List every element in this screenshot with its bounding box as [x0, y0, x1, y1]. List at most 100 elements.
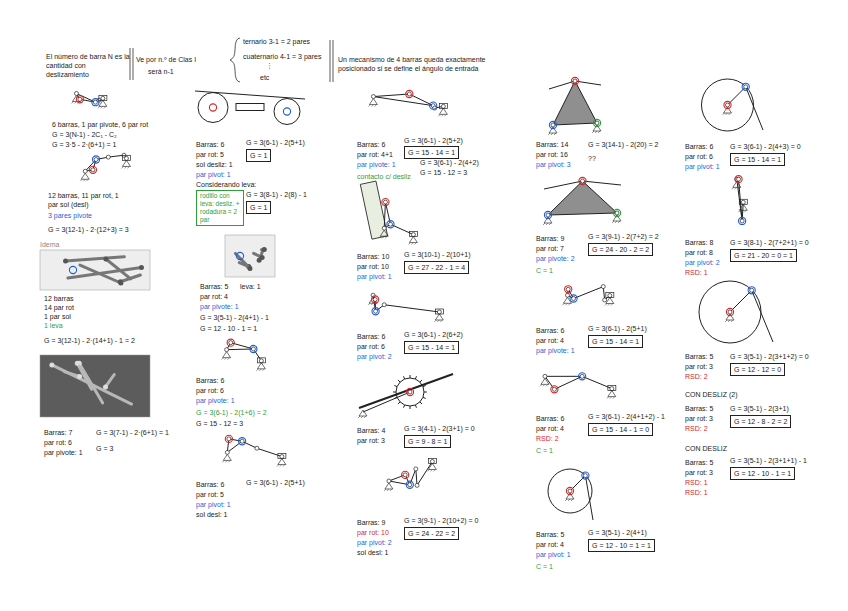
joint — [407, 92, 411, 96]
note-text: CON DESLIZ — [685, 444, 727, 453]
link-arm — [746, 87, 763, 130]
note-text: G = 15 - 12 = 3 — [420, 168, 467, 177]
note-text: G = 3(6-1) - 2(1+6) = 2 — [196, 408, 267, 417]
pair-mark — [227, 339, 234, 346]
ground-hatch — [441, 114, 443, 116]
joint — [581, 179, 585, 183]
note-text: leva: 1 — [240, 282, 261, 291]
note-text: Barras: 6 — [536, 414, 564, 423]
joint — [94, 158, 98, 162]
mechanism-sketch — [562, 285, 613, 306]
result-box: G = 12 - 10 - 1 = 1 — [730, 467, 795, 480]
ground-support — [278, 459, 286, 465]
note-text: G = 3(6-1) - 2(6+2) — [404, 330, 463, 339]
ground-hatch — [434, 320, 436, 322]
linkage-bar — [545, 376, 582, 377]
slider-block — [608, 386, 616, 391]
note-text: Barras: 7 — [44, 428, 72, 437]
photo-bar — [66, 257, 125, 261]
note-text: Barras: 6 — [196, 480, 224, 489]
note-text: par rot: 4 — [536, 540, 564, 549]
note-text: G = 3(6-1) - 2(4+1+2) - 1 — [588, 412, 665, 421]
result-box: G = 15 - 14 - 1 = 0 — [588, 423, 653, 436]
note-text: Barras: 6 — [196, 140, 224, 149]
result-text: G = 27 - 22 - 1 = 4 — [408, 263, 465, 272]
photo-joint — [75, 361, 80, 366]
note-text: G = 3(5-1) - 2(4+1) - 1 — [200, 313, 269, 322]
linkage-bar — [384, 202, 413, 234]
pair-mark — [566, 487, 573, 494]
joint — [437, 310, 441, 314]
photo-joint — [77, 374, 82, 379]
result-text: G = 15 - 14 = 1 — [592, 337, 639, 346]
slider-block — [409, 232, 417, 237]
pair-mark — [726, 308, 733, 315]
mechanism-sketch — [540, 373, 616, 399]
ground-hatch — [618, 221, 620, 223]
result-box: G = 15 - 14 = 1 — [730, 153, 785, 166]
joint — [229, 341, 233, 345]
wheel — [198, 93, 228, 123]
ground-support — [380, 230, 388, 236]
mechanism-sketch — [732, 176, 747, 225]
pair-mark — [89, 166, 96, 173]
note-text: Barras: 6 — [357, 140, 385, 149]
note-text: RSD: 2 — [536, 434, 559, 443]
note-text: par rot: 3 — [685, 468, 713, 477]
result-box: G = 1 — [246, 201, 271, 214]
note-text: Barras: 9 — [536, 234, 564, 243]
joint — [225, 450, 229, 454]
result-text: G = 1 — [250, 151, 267, 160]
note-text: 1 leva — [44, 321, 63, 330]
joint — [383, 200, 387, 204]
ground-hatch — [744, 210, 746, 212]
ground-hatch — [361, 416, 363, 418]
gear-tooth — [403, 376, 404, 379]
ground-hatch — [390, 489, 392, 491]
joint — [382, 303, 386, 307]
slider-block — [439, 103, 447, 108]
note-text: par pivote: 1 — [196, 396, 235, 405]
note-text: Barras: 9 — [357, 518, 385, 527]
ground-hatch — [387, 489, 389, 491]
joint — [415, 483, 419, 487]
ground-hatch — [228, 358, 230, 360]
ground-hatch — [437, 320, 439, 322]
mechanism-sketch — [225, 235, 275, 277]
slider-block — [122, 155, 130, 160]
note-text: G = 3(6-1) - 2(5+1) — [246, 138, 305, 147]
note-text: par pivote: 1 — [536, 346, 575, 355]
result-text: G = 24 - 22 = 2 — [408, 529, 455, 538]
joint — [240, 439, 244, 443]
photo-bar — [68, 267, 142, 278]
ground-support — [409, 237, 417, 243]
note-text: par rot: 5 — [196, 150, 224, 159]
result-box: G = 27 - 22 - 1 = 4 — [404, 261, 469, 274]
pair-mark — [236, 252, 243, 259]
mechanism-sketch — [368, 90, 447, 116]
joint — [441, 104, 445, 108]
ground-hatch — [86, 179, 88, 181]
result-text: rodillo con leva: desliz. + rodadura = 2… — [200, 192, 240, 224]
linkage-bar — [737, 179, 743, 221]
note-text: G = 3(5-1) - 2(3+1+1) - 1 — [730, 456, 807, 465]
result-text: G = 15 - 14 = 1 — [408, 343, 455, 352]
mechanism-sketch — [195, 91, 305, 125]
note-text: G = 3(4-1) - 2(3+1) = 0 — [404, 424, 475, 433]
photo-joint — [63, 259, 68, 264]
disc — [699, 281, 761, 343]
joint — [595, 121, 599, 125]
ground-hatch — [371, 303, 373, 305]
ground-hatch — [726, 113, 728, 115]
ground-hatch — [612, 221, 614, 223]
mechanism-sketch — [548, 469, 593, 520]
note-text: sol desl: 1 — [196, 510, 228, 519]
ground-hatch — [723, 113, 725, 115]
photo-joint — [139, 265, 144, 270]
gear-tooth — [423, 397, 426, 398]
photo-bar — [77, 363, 91, 389]
note-text: G = 3(9-1) - 2(10+2) = 0 — [404, 516, 479, 525]
note-text: par rot: 4 — [200, 292, 228, 301]
joint — [543, 374, 547, 378]
pair-mark — [387, 221, 394, 228]
